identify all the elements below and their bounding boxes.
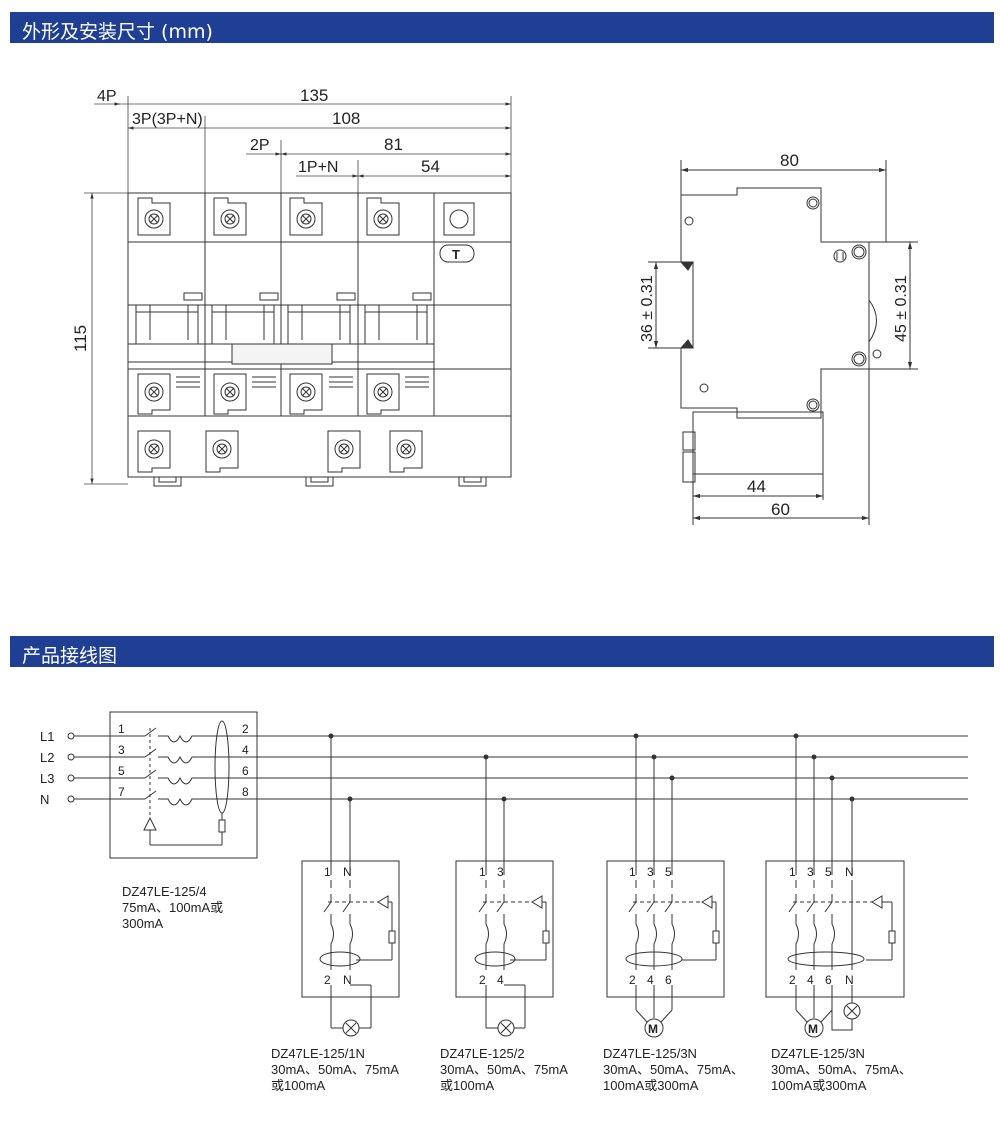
v4-top-1: 1 [789,865,796,879]
v4-top-5: 5 [825,865,832,879]
screw-bot-1 [137,430,171,473]
dim-108: 108 [332,109,360,128]
v4-bottom-4: 4 [807,973,814,987]
v1-bottom-n: N [343,973,352,987]
variant-3n-motor-lamp [765,733,905,1038]
v2-ratings-1: 30mA、50mA、75mA [440,1062,568,1077]
v3-bottom-2: 2 [629,973,636,987]
v1-ratings-1: 30mA、50mA、75mA [271,1062,399,1077]
dim-36: 36 ± 0.31 [639,275,656,342]
supply-lines [67,732,968,803]
dim-80: 80 [780,151,799,170]
vent-slots [176,376,429,388]
line-l3: L3 [40,771,54,786]
v4-ratings-2: 100mA或300mA [771,1078,867,1093]
v3-top-3: 3 [647,865,654,879]
handle-1 [135,304,199,345]
label-4p: 4P [97,88,117,105]
screw-bot-4 [389,430,423,473]
dim-135: 135 [300,86,328,105]
main-model: DZ47LE-125/4 [122,884,207,899]
v2-bottom-4: 4 [497,973,504,987]
v4-motor-symbol: M [808,1022,818,1036]
v3-top-1: 1 [629,865,636,879]
v3-bottom-6: 6 [665,973,672,987]
terminal-screws [137,197,423,473]
wiring-section-header: 产品接线图 [10,636,994,667]
label-1pn: 1P+N [298,159,338,176]
dimensions-section-header: 外形及安装尺寸 (mm) [10,12,994,43]
label-2p: 2P [250,137,270,154]
main-ratings-2: 300mA [122,916,164,931]
dim-115: 115 [71,325,90,352]
test-indicator [443,202,475,236]
screw-bot-2 [205,430,239,473]
front-view-body [127,192,512,487]
main-term-in-7: 7 [118,785,125,799]
v4-bottom-2: 2 [789,973,796,987]
handle-3 [287,304,351,345]
variant-1n [301,733,400,1037]
screw-top-1 [137,197,171,236]
main-rcbo [109,711,258,859]
dimensions-section-title: 外形及安装尺寸 (mm) [22,21,213,43]
v4-ratings-1: 30mA、50mA、75mA、 [771,1062,912,1077]
dim-44: 44 [747,477,766,496]
screw-top-4 [366,197,400,236]
side-view [648,160,918,525]
line-l1: L1 [40,729,54,744]
main-term-out-8: 8 [242,785,249,799]
v2-top-1: 1 [479,865,486,879]
main-term-in-3: 3 [118,743,125,757]
v2-bottom-2: 2 [479,973,486,987]
screw-bot-3 [327,430,361,473]
line-l2: L2 [40,750,54,765]
screw-top-2 [213,197,247,236]
v2-ratings-2: 或100mA [440,1078,495,1093]
v2-model: DZ47LE-125/2 [440,1046,525,1061]
v4-top-n: N [845,865,854,879]
label-3p: 3P(3P+N) [132,111,203,128]
v3-ratings-1: 30mA、50mA、75mA、 [603,1062,744,1077]
v4-bottom-n: N [845,973,854,987]
v1-top-1: 1 [324,865,331,879]
v3-model: DZ47LE-125/3N [603,1046,697,1061]
handle-4 [364,304,428,345]
main-term-out-2: 2 [242,722,249,736]
dim-45: 45 ± 0.31 [893,275,910,342]
v1-model: DZ47LE-125/1N [271,1046,365,1061]
v3-motor-symbol: M [648,1022,658,1036]
variant-3p-motor [606,733,725,1038]
wiring-section-title: 产品接线图 [22,645,118,667]
v2-top-3: 3 [497,865,504,879]
screw-mid-1 [137,373,171,415]
dim-54: 54 [421,157,440,176]
screw-mid-2 [213,373,247,415]
v4-top-3: 3 [807,865,814,879]
dim-81: 81 [384,135,403,154]
screw-mid-3 [289,373,323,415]
dim-60: 60 [771,500,790,519]
v1-ratings-2: 或100mA [271,1078,326,1093]
screw-mid-4 [366,373,400,415]
v4-model: DZ47LE-125/3N [771,1046,865,1061]
front-view-dimensions [84,96,512,485]
screw-top-3 [289,197,323,236]
main-ratings-1: 75mA、100mA或 [122,900,223,915]
v3-top-5: 5 [665,865,672,879]
test-button-label[interactable]: T [452,247,460,262]
line-n: N [40,792,49,807]
main-term-in-1: 1 [118,722,125,736]
v4-bottom-6: 6 [825,973,832,987]
v3-ratings-2: 100mA或300mA [603,1078,699,1093]
variant-2p [455,754,554,1037]
main-term-out-4: 4 [242,743,249,757]
v3-bottom-4: 4 [647,973,654,987]
main-term-in-5: 5 [118,764,125,778]
main-term-out-6: 6 [242,764,249,778]
handle-2 [211,304,275,345]
v1-bottom-2: 2 [324,973,331,987]
v1-top-n: N [343,865,352,879]
